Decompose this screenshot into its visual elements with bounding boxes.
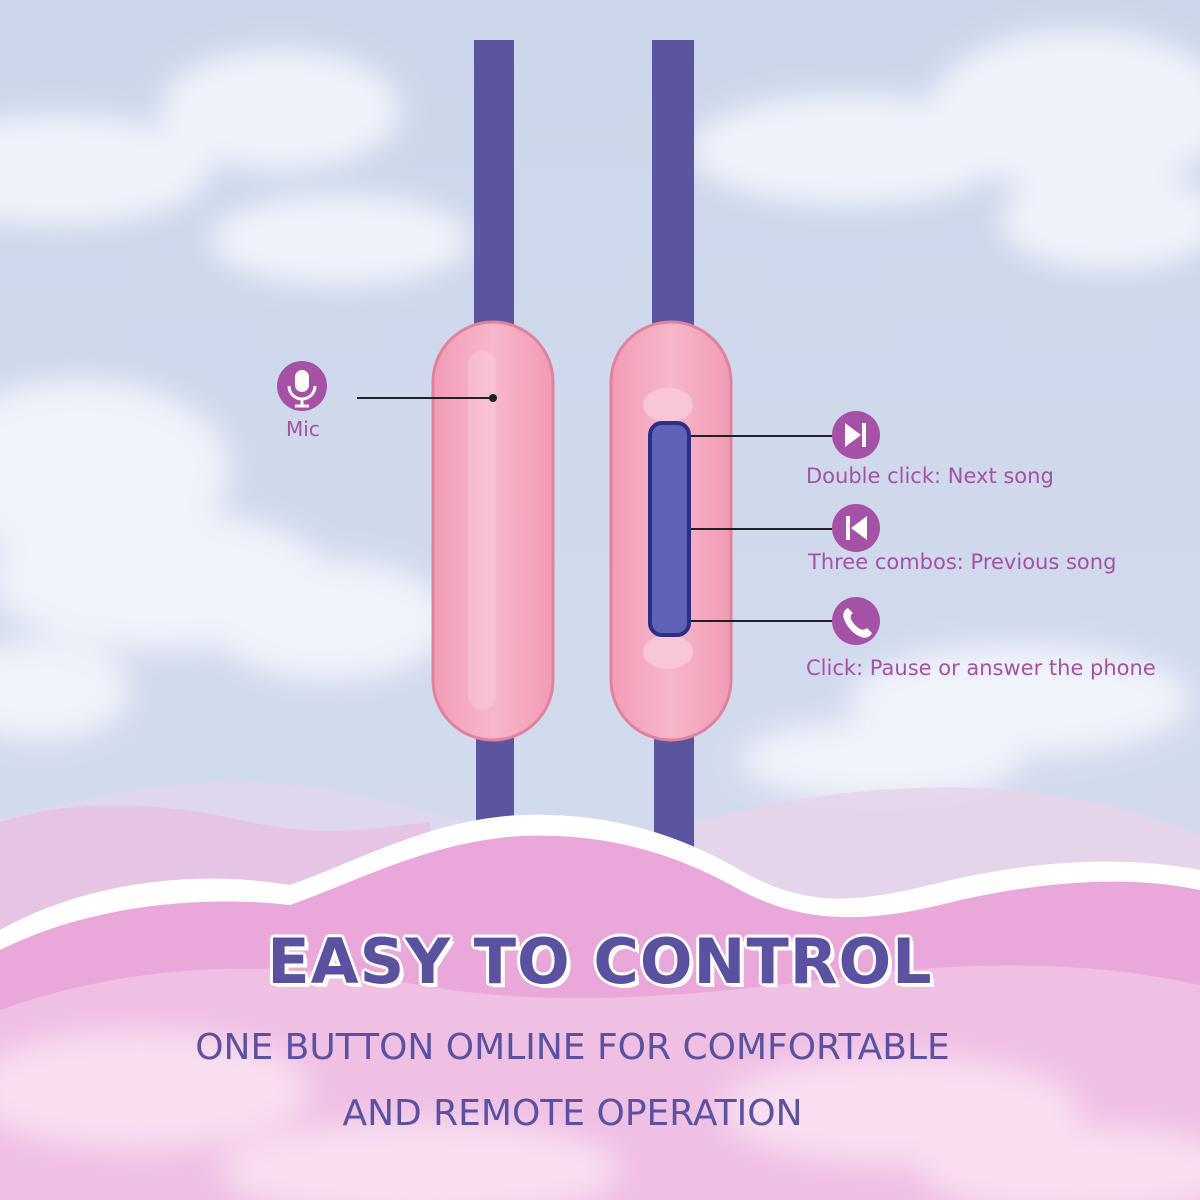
skip-previous-icon — [832, 504, 880, 552]
clouds — [0, 30, 1200, 800]
phone-icon — [832, 597, 880, 645]
next-song-label: Double click: Next song — [806, 464, 1054, 488]
previous-song-label: Three combos: Previous song — [808, 550, 1117, 574]
pause-answer-label: Click: Pause or answer the phone — [806, 656, 1156, 680]
headline: EASY TO CONTROL — [267, 925, 933, 998]
mic-label: Mic — [286, 417, 320, 441]
microphone-icon — [277, 361, 327, 411]
remote-control-housing — [609, 320, 733, 742]
skip-next-icon — [832, 411, 880, 459]
callout-lines — [357, 397, 832, 622]
subline-2: AND REMOTE OPERATION — [342, 1093, 803, 1134]
remote-mic-housing — [431, 320, 555, 742]
subline-1: ONE BUTTON OMLINE FOR COMFORTABLE — [195, 1027, 950, 1068]
